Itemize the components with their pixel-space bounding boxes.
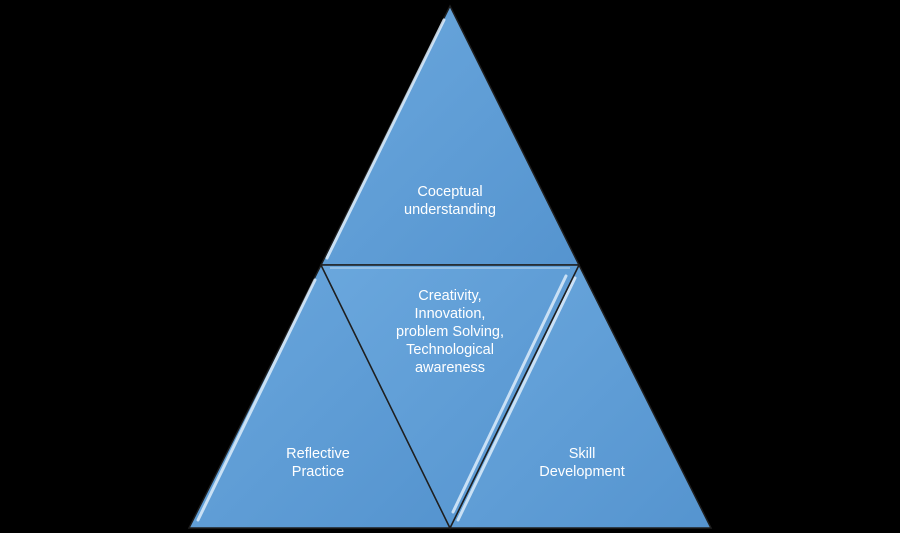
triangle-center-highlight bbox=[451, 274, 568, 514]
triangle-left-highlight bbox=[196, 278, 317, 522]
label-reflective-practice: Reflective Practice bbox=[286, 446, 350, 480]
triangle-top bbox=[319, 4, 581, 266]
label-creativity-innovation: Creativity, Innovation, problem Solving,… bbox=[396, 288, 504, 376]
triangle-top-highlight bbox=[325, 18, 446, 260]
triangle-right-highlight bbox=[456, 276, 577, 522]
triangle-center bbox=[319, 264, 581, 530]
label-conceptual-understanding: Coceptual understanding bbox=[404, 184, 496, 218]
label-skill-development: Skill Development bbox=[539, 446, 625, 480]
